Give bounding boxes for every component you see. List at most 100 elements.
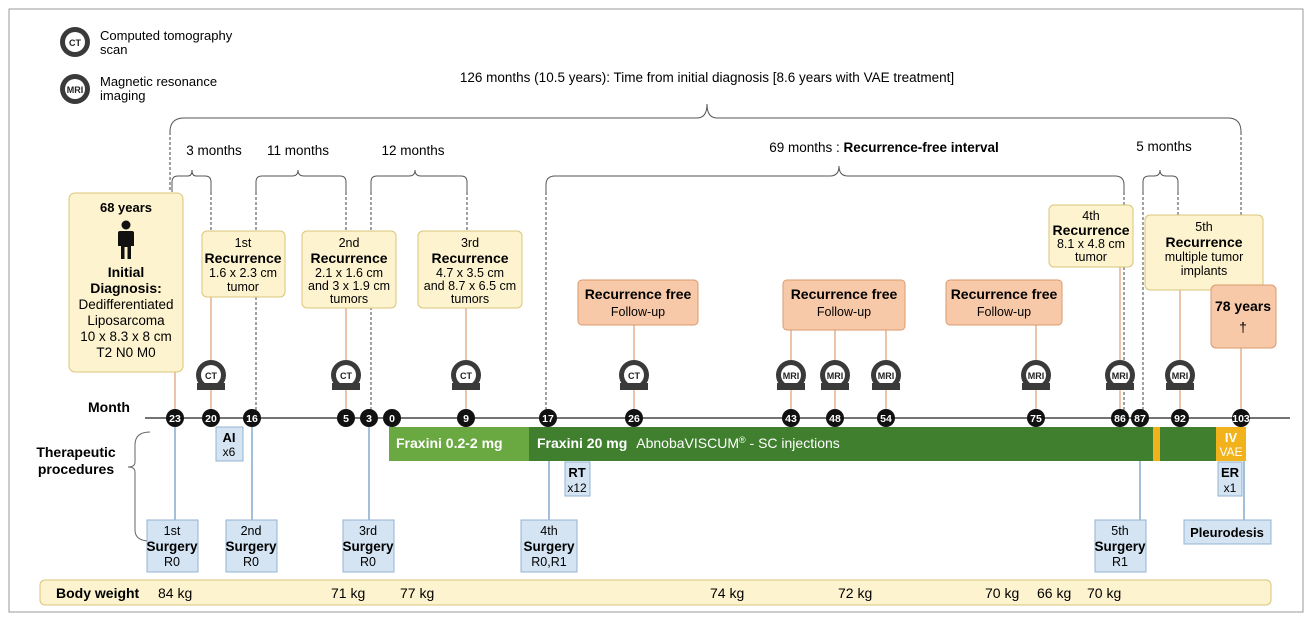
imaging-badge: MRI bbox=[878, 371, 895, 381]
surgery-4-ordinal: 4th bbox=[540, 524, 557, 538]
month-marker: 92 bbox=[1171, 409, 1189, 427]
month-marker-value: 0 bbox=[389, 413, 395, 425]
initial-age: 68 years bbox=[100, 200, 152, 215]
month-marker-dot bbox=[202, 409, 220, 427]
death-age: 78 years bbox=[1215, 298, 1271, 314]
month-marker-dot bbox=[782, 409, 800, 427]
surgery-connectors bbox=[174, 427, 1245, 520]
recurrence-box-5: 5th Recurrence multiple tumor implants bbox=[1144, 214, 1264, 291]
body-weight-value: 72 kg bbox=[838, 585, 872, 601]
recurrence-free-box-1: Recurrence free Follow-up bbox=[577, 279, 699, 326]
month-marker-value: 23 bbox=[169, 413, 181, 425]
initial-detail-4: T2 N0 M0 bbox=[96, 345, 155, 360]
month-marker-dot bbox=[1232, 409, 1250, 427]
imaging-badge: CT bbox=[205, 371, 217, 381]
rt-top: RT bbox=[568, 465, 585, 480]
recurrence-free-box-3: Recurrence free Follow-up bbox=[945, 279, 1063, 326]
surgery-box-1: 1st Surgery R0 bbox=[146, 519, 199, 573]
month-marker-value: 3 bbox=[366, 413, 372, 425]
month-marker: 9 bbox=[457, 409, 475, 427]
body-weight-value: 70 kg bbox=[1087, 585, 1121, 601]
recurrence-free-2-sub: Follow-up bbox=[817, 305, 871, 319]
recurrence-box-1: 1st Recurrence 1.6 x 2.3 cm tumor bbox=[201, 230, 286, 298]
body-weight-value: 71 kg bbox=[331, 585, 365, 601]
surgery-5-ordinal: 5th bbox=[1111, 524, 1128, 538]
pleurodesis-box: Pleurodesis bbox=[1183, 519, 1272, 545]
month-marker-dot bbox=[1111, 409, 1129, 427]
iv-label: IV bbox=[1225, 430, 1238, 445]
recurrence-free-2-title: Recurrence free bbox=[791, 286, 898, 302]
month-marker: 54 bbox=[877, 409, 895, 427]
recurrence-1-ordinal: 1st bbox=[235, 236, 252, 250]
month-marker-value: 48 bbox=[829, 413, 841, 425]
month-marker-value: 26 bbox=[628, 413, 640, 425]
month-marker-dot bbox=[360, 409, 378, 427]
recurrence-4-line-1: 8.1 x 4.8 cm bbox=[1057, 237, 1125, 251]
span-12-months: 12 months bbox=[370, 143, 468, 192]
initial-diagnosis-box: 68 years Initial Diagnosis: Dedifferenti… bbox=[68, 192, 184, 373]
recurrence-box-3: 3rd Recurrence 4.7 x 3.5 cm and 8.7 x 6.… bbox=[417, 230, 523, 309]
month-marker: 103 bbox=[1232, 409, 1250, 427]
surgery-1-title: Surgery bbox=[146, 539, 198, 554]
month-marker-value: 43 bbox=[785, 413, 797, 425]
mri-icon: MRI bbox=[871, 360, 901, 390]
recurrence-box-2: 2nd Recurrence 2.1 x 1.6 cm and 3 x 1.9 … bbox=[301, 230, 397, 309]
month-marker-value: 87 bbox=[1134, 413, 1146, 425]
timeline-label: Month bbox=[88, 399, 130, 415]
death-box: 78 years † bbox=[1210, 284, 1277, 349]
month-marker: 17 bbox=[539, 409, 557, 427]
mri-icon: MRI bbox=[776, 360, 806, 390]
recurrence-free-1-title: Recurrence free bbox=[585, 286, 692, 302]
month-marker-value: 92 bbox=[1174, 413, 1186, 425]
month-marker: 20 bbox=[202, 409, 220, 427]
body-weight-value: 70 kg bbox=[985, 585, 1019, 601]
legend: CT Computed tomography scan MRI Magnetic… bbox=[60, 27, 233, 104]
body-weight-value: 74 kg bbox=[710, 585, 744, 601]
surgery-5-title: Surgery bbox=[1094, 539, 1146, 554]
er-top: ER bbox=[1221, 465, 1240, 480]
ct-legend-label-2: scan bbox=[100, 42, 127, 57]
imaging-badge: MRI bbox=[783, 371, 800, 381]
surgery-3-result: R0 bbox=[360, 555, 376, 569]
recurrence-3-line-3: tumors bbox=[451, 292, 489, 306]
rt-bottom: x12 bbox=[567, 481, 587, 495]
month-marker: 5 bbox=[337, 409, 355, 427]
iv-vae-bar bbox=[1216, 427, 1246, 461]
recurrence-3-line-1: 4.7 x 3.5 cm bbox=[436, 266, 504, 280]
pleurodesis-label: Pleurodesis bbox=[1190, 525, 1264, 540]
month-marker-dot bbox=[1027, 409, 1045, 427]
recurrence-free-3-sub: Follow-up bbox=[977, 305, 1031, 319]
span-5-months: 5 months bbox=[1136, 139, 1192, 192]
fraxini-low-bar bbox=[389, 427, 529, 461]
month-marker-value: 9 bbox=[463, 413, 469, 425]
month-marker: 0 bbox=[383, 409, 401, 427]
imaging-badge: CT bbox=[340, 371, 352, 381]
mri-legend-label-2: imaging bbox=[100, 88, 146, 103]
recurrence-4-line-2: tumor bbox=[1075, 250, 1107, 264]
initial-detail-1: Dedifferentiated bbox=[78, 297, 173, 312]
month-marker-value: 75 bbox=[1030, 413, 1042, 425]
surgery-5-result: R1 bbox=[1112, 555, 1128, 569]
month-marker-dot bbox=[625, 409, 643, 427]
month-marker: 48 bbox=[826, 409, 844, 427]
recurrence-2-ordinal: 2nd bbox=[339, 236, 360, 250]
surgery-1-ordinal: 1st bbox=[164, 524, 181, 538]
er-box: ER x1 bbox=[1217, 461, 1243, 497]
recurrence-3-line-2: and 8.7 x 6.5 cm bbox=[424, 279, 516, 293]
surgery-box-4: 4th Surgery R0,R1 bbox=[520, 519, 578, 573]
month-marker: 16 bbox=[243, 409, 261, 427]
ai-top: AI bbox=[223, 430, 236, 445]
ct-legend-badge: CT bbox=[69, 38, 81, 48]
surgery-4-title: Surgery bbox=[523, 539, 575, 554]
mri-icon: MRI bbox=[1165, 360, 1195, 390]
surgery-1-result: R0 bbox=[164, 555, 180, 569]
vae-label: VAE bbox=[1219, 445, 1242, 459]
mri-icon: CT bbox=[619, 360, 649, 390]
fraxini-low-label: Fraxini 0.2-2 mg bbox=[396, 435, 503, 451]
vae-marker bbox=[1153, 427, 1160, 461]
month-marker: 43 bbox=[782, 409, 800, 427]
